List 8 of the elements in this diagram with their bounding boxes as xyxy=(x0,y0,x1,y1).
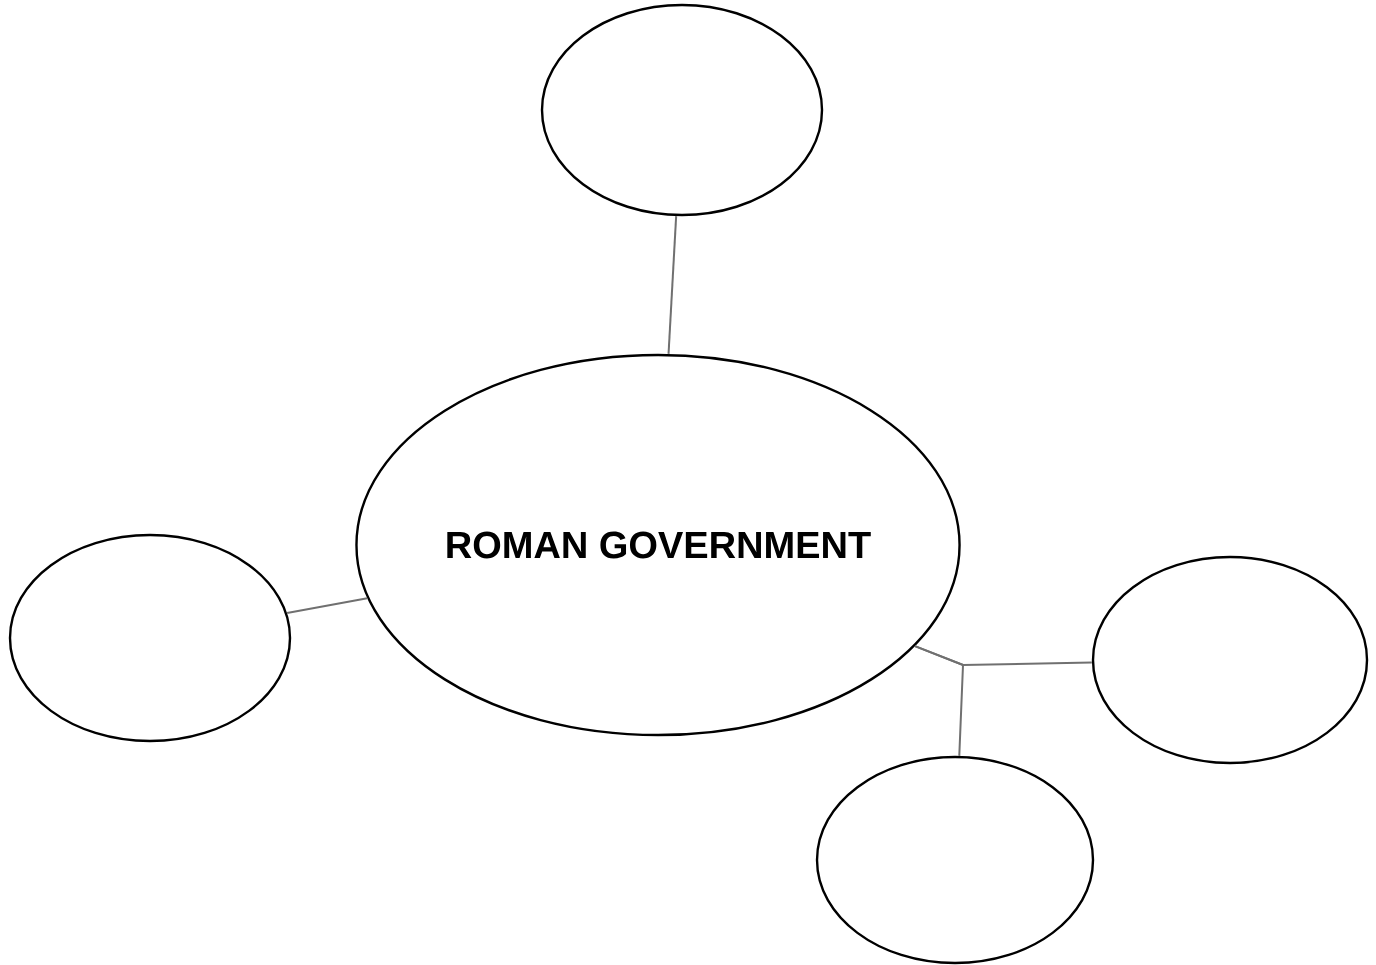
empty-oval xyxy=(815,755,1095,965)
empty-oval xyxy=(1091,555,1369,765)
empty-oval xyxy=(540,3,824,217)
topic-oval: ROMAN GOVERNMENT xyxy=(355,353,961,737)
connector-line xyxy=(667,215,678,355)
empty-oval xyxy=(8,533,292,743)
connector-line xyxy=(286,597,369,614)
connector-line xyxy=(913,645,965,757)
